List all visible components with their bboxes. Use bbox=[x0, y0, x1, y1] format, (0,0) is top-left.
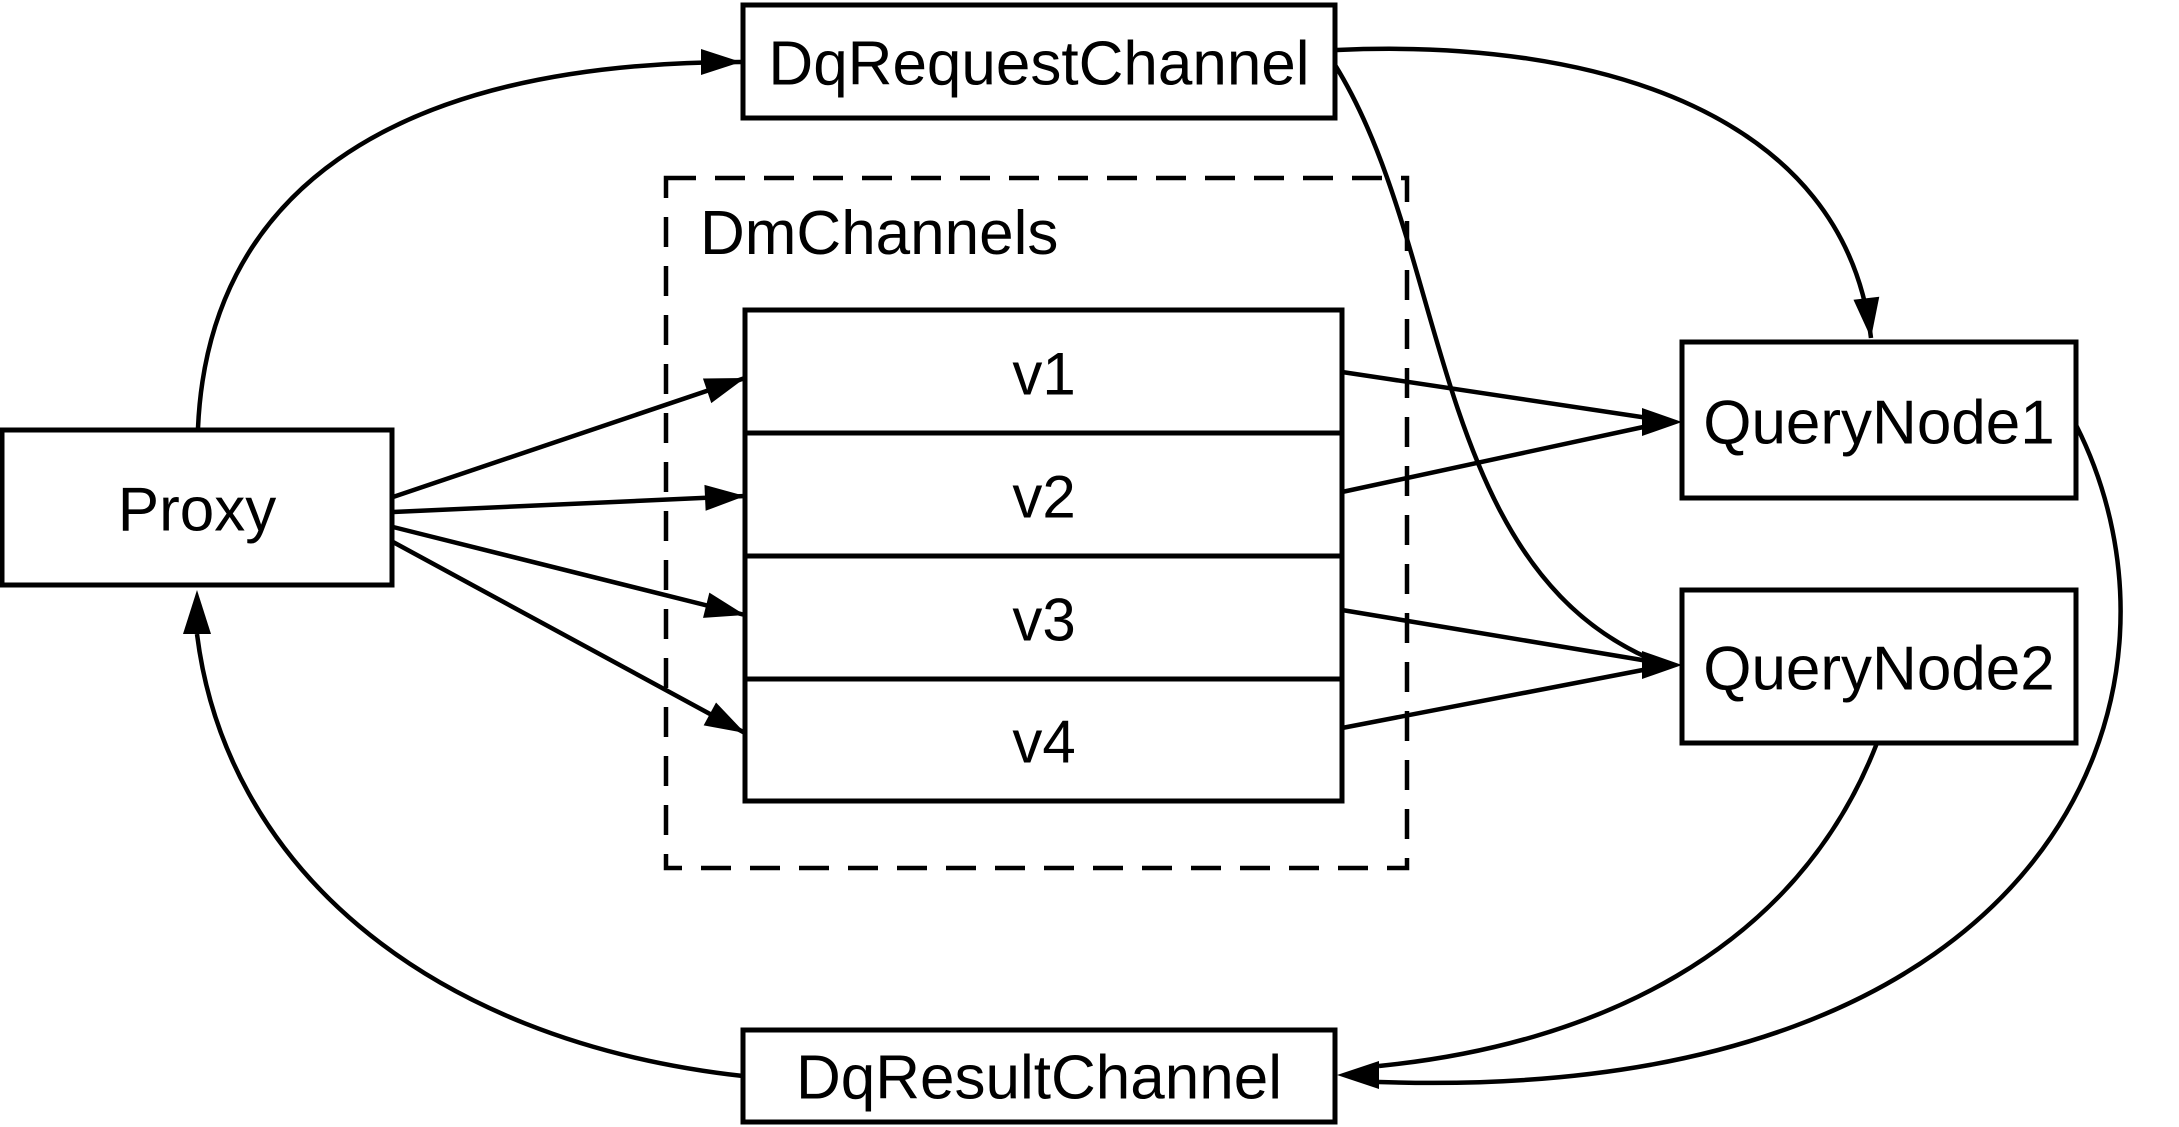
proxy-box bbox=[0, 427, 395, 588]
edge-dqrequestchannel-to-querynode2 bbox=[1333, 63, 1649, 661]
edge-proxy-to-v3 bbox=[392, 524, 746, 618]
channel-row-v2: v2 bbox=[1012, 464, 1075, 531]
dmchannels-label: DmChannels bbox=[700, 199, 1058, 268]
edge-v3-to-querynode2 bbox=[1341, 607, 1649, 664]
dqresultchannel-label: DqResultChannel bbox=[796, 1044, 1282, 1113]
node-querynode1: QueryNode1 bbox=[1679, 339, 2079, 501]
edge-querynode2-to-dqresultchannel bbox=[1378, 742, 1880, 1069]
querynode1-box bbox=[1679, 339, 2079, 501]
edge-proxy-to-v1 bbox=[392, 375, 746, 500]
dqrequestchannel-label: DqRequestChannel bbox=[768, 30, 1309, 99]
edge-v2-to-querynode1 bbox=[1341, 423, 1649, 495]
node-querynode2: QueryNode2 bbox=[1679, 587, 2079, 746]
dmchannels-dashed-border bbox=[663, 175, 1410, 871]
edge-v4-to-querynode2 bbox=[1341, 666, 1649, 731]
node-dqresultchannel: DqResultChannel bbox=[740, 1027, 1338, 1125]
edge-dqrequestchannel-to-querynode1 bbox=[1336, 46, 1880, 339]
proxy-arrowhead-icon bbox=[183, 590, 211, 634]
querynode1-label: QueryNode1 bbox=[1703, 389, 2055, 458]
edge-dqresultchannel-to-proxy bbox=[194, 633, 744, 1079]
dqresultchannel-box bbox=[740, 1027, 1338, 1125]
node-proxy: Proxy bbox=[0, 427, 395, 588]
channel-table: v1 v2 v3 v4 bbox=[742, 307, 1345, 804]
edge-proxy-to-v2 bbox=[392, 484, 746, 515]
channel-row-v3: v3 bbox=[1012, 587, 1075, 654]
channel-row-v4: v4 bbox=[1012, 709, 1075, 776]
proxy-label: Proxy bbox=[118, 476, 276, 545]
channel-row-v1: v1 bbox=[1012, 341, 1075, 408]
edge-proxy-to-dqrequestchannel bbox=[195, 49, 742, 429]
edge-proxy-to-v4 bbox=[391, 540, 747, 735]
node-dqrequestchannel: DqRequestChannel bbox=[740, 2, 1338, 121]
querynode2-label: QueryNode2 bbox=[1703, 635, 2055, 704]
dmchannels-container: DmChannels v1 v2 v3 v4 bbox=[663, 175, 1410, 871]
querynode1-arrowhead-icon bbox=[1642, 408, 1682, 436]
edge-v1-to-querynode1 bbox=[1341, 369, 1649, 421]
dqrequestchannel-box bbox=[740, 2, 1338, 121]
edge-querynode1-to-dqresultchannel bbox=[1378, 423, 2123, 1086]
querynode2-arrowhead-icon bbox=[1642, 651, 1682, 679]
dqresultchannel-arrowhead-icon bbox=[1337, 1061, 1379, 1089]
querynode2-box bbox=[1679, 587, 2079, 746]
